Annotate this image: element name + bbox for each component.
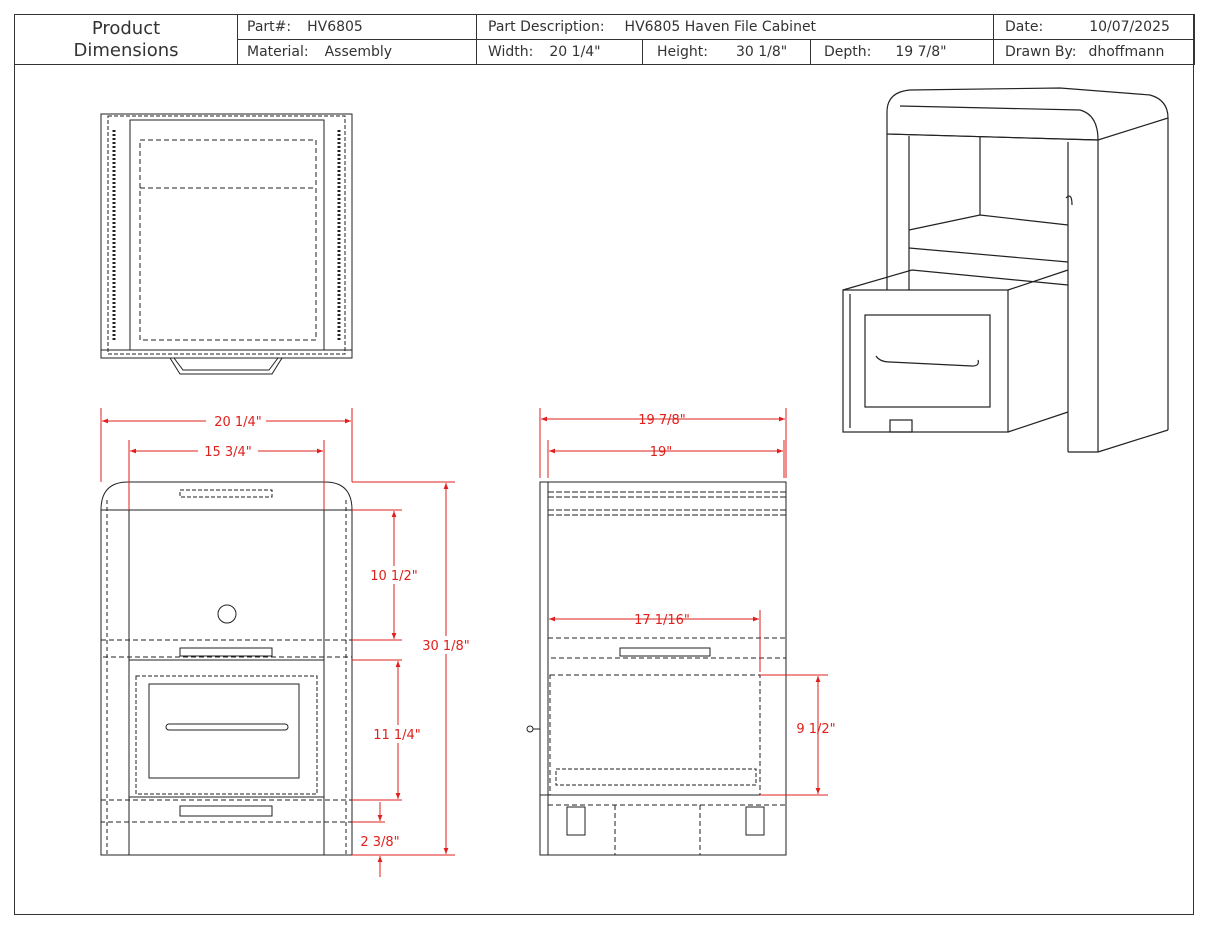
part-value: HV6805 [307,19,363,35]
height-cell: Height: 30 1/8" [642,39,811,65]
dim-side-overall-depth: 19 7/8" [638,413,686,428]
height-label: Height: [657,43,708,60]
side-dimensions [539,408,828,796]
dim-side-drawer-height: 9 1/2" [796,722,835,737]
front-view [100,481,353,856]
part-label: Part#: [247,19,292,35]
description-label: Part Description: [488,19,605,35]
width-value: 20 1/4" [549,43,601,60]
width-cell: Width: 20 1/4" [476,39,643,65]
description-cell: Part Description: HV6805 Haven File Cabi… [476,14,994,40]
depth-cell: Depth: 19 7/8" [810,39,994,65]
material-label: Material: [247,43,309,60]
title-cell: Product Dimensions [14,14,238,65]
date-value: 10/07/2025 [1089,19,1170,35]
material-cell: Material: Assembly [237,39,477,65]
width-label: Width: [488,43,534,60]
title-line-1: Product [91,17,161,39]
drawn-by-cell: Drawn By: dhoffmann [993,39,1195,65]
title-line-2: Dimensions [73,39,179,61]
dim-front-drawer-height: 11 1/4" [373,728,421,743]
isometric-view [842,87,1169,453]
dim-front-overall-width: 20 1/4" [214,415,262,430]
description-value: HV6805 Haven File Cabinet [624,19,817,35]
date-cell: Date: 10/07/2025 [993,14,1195,40]
side-view [526,481,787,856]
front-dimensions [100,408,455,877]
date-label: Date: [1005,19,1044,35]
material-value: Assembly [324,43,393,60]
drawn-by-value: dhoffmann [1088,43,1165,60]
depth-value: 19 7/8" [895,43,947,60]
top-view [100,113,353,375]
depth-label: Depth: [824,43,872,60]
dim-front-overall-height: 30 1/8" [422,639,470,654]
dim-front-inner-width: 15 3/4" [204,445,252,460]
dim-side-inner-depth: 19" [650,445,673,460]
part-cell: Part#: HV6805 [237,14,477,40]
dim-front-base-height: 2 3/8" [360,835,399,850]
dim-side-drawer-depth: 17 1/16" [634,613,690,628]
height-value: 30 1/8" [736,43,788,60]
dim-front-upper-opening: 10 1/2" [370,569,418,584]
drawn-by-label: Drawn By: [1005,43,1077,60]
